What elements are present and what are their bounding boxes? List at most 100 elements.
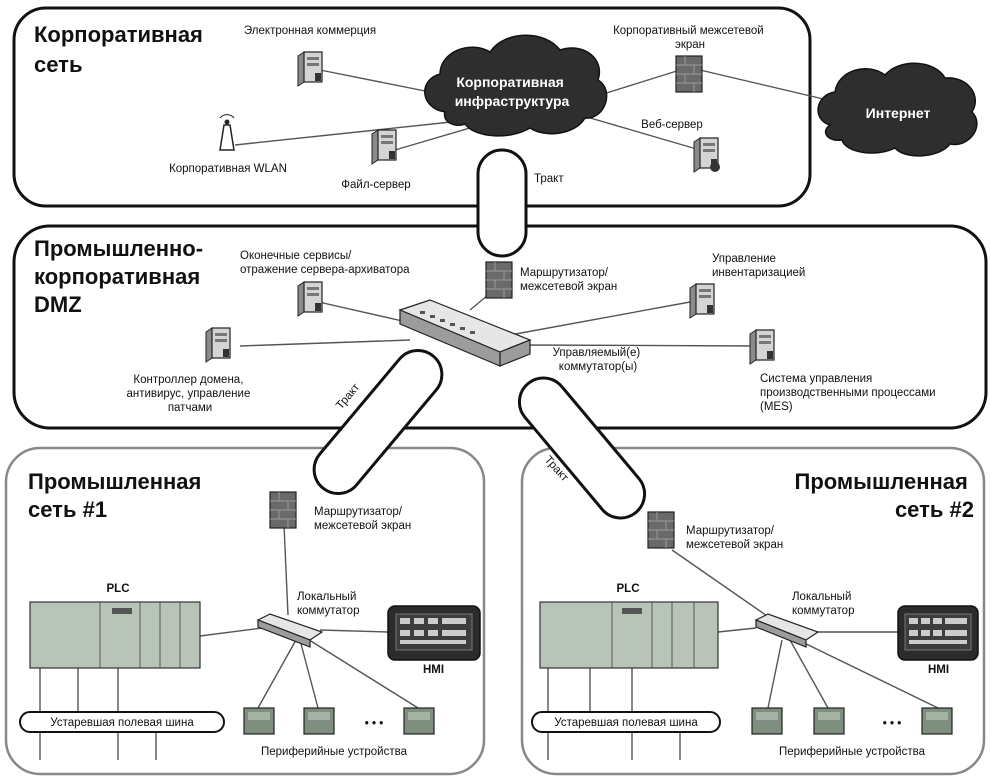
tract-label-top: Тракт bbox=[534, 173, 564, 185]
tract-dmz-ind2 bbox=[517, 376, 647, 520]
ind2-legacy-bus: Устаревшая полевая шина bbox=[531, 711, 721, 733]
ind2-peripheral-2 bbox=[813, 707, 845, 735]
dmz-router-label: Маршрутизатор/ межсетевой экран bbox=[520, 267, 617, 293]
ecommerce-label: Электронная коммерция bbox=[244, 25, 376, 37]
ind1-peripheral-1 bbox=[243, 707, 275, 735]
inventory-server-icon bbox=[689, 283, 715, 319]
corporate-zone: Корпоративная сеть bbox=[12, 6, 812, 208]
web-server-globe-icon bbox=[710, 162, 720, 172]
dmz-router-line1: Маршрутизатор/ bbox=[520, 267, 609, 279]
dmz-title-line1: Промышленно- bbox=[34, 236, 203, 261]
domain-line2: антивирус, управление bbox=[126, 388, 250, 400]
mirrored-line2: отражение сервера-архиватора bbox=[240, 264, 410, 276]
managed-switch-icon bbox=[398, 299, 532, 367]
ind2-peripherals-label: Периферийные устройства bbox=[779, 746, 926, 758]
svg-text:Корпоративная инфраструк: Корпоративная инфраструктура bbox=[455, 74, 570, 109]
ind2-plc-rack bbox=[539, 601, 719, 669]
ind2-peripheral-3 bbox=[921, 707, 953, 735]
ind1-peripheral-3 bbox=[403, 707, 435, 735]
corporate-firewall-line1: Корпоративный межсетевой bbox=[613, 25, 764, 37]
industrial-zone-2: Промышленная сеть #2 bbox=[520, 446, 986, 776]
ind1-legacy-bus-label: Устаревшая полевая шина bbox=[50, 717, 194, 729]
corporate-firewall-line2: экран bbox=[675, 39, 705, 51]
ind2-plc-label: PLC bbox=[617, 583, 640, 595]
ind1-legacy-bus: Устаревшая полевая шина bbox=[19, 711, 225, 733]
ind2-legacy-bus-label: Устаревшая полевая шина bbox=[554, 717, 698, 729]
mes-line3: (MES) bbox=[760, 401, 793, 413]
dmz-router-line2: межсетевой экран bbox=[520, 281, 617, 293]
ind2-title-line1: Промышленная bbox=[795, 469, 968, 494]
ind1-router-label: Маршрутизатор/ межсетевой экран bbox=[314, 506, 411, 532]
ind2-router-firewall-icon bbox=[647, 511, 675, 549]
ind1-local-switch-icon bbox=[256, 613, 324, 648]
domain-controller-label: Контроллер домена, антивирус, управление… bbox=[126, 374, 253, 414]
cloud-label-line2: инфраструктура bbox=[455, 93, 570, 109]
ind1-title-line1: Промышленная bbox=[28, 469, 201, 494]
ind1-plc-rack bbox=[29, 601, 201, 669]
ind2-peripheral-1 bbox=[751, 707, 783, 735]
domain-line1: Контроллер домена, bbox=[133, 374, 243, 386]
internet-label: Интернет bbox=[866, 105, 931, 121]
ind1-router-line1: Маршрутизатор/ bbox=[314, 506, 403, 518]
domain-controller-server-icon bbox=[205, 327, 231, 363]
ind2-switch-line2: коммутатор bbox=[792, 605, 854, 617]
ind1-switch-line1: Локальный bbox=[297, 591, 356, 603]
mirrored-label: Оконечные сервисы/ отражение сервера-арх… bbox=[240, 250, 410, 276]
svg-text:Промышленная сеть #1: Промышленная сеть #1 bbox=[28, 469, 208, 522]
managed-switch-line1: Управляемый(е) bbox=[553, 347, 641, 359]
dmz-router-firewall-icon bbox=[485, 261, 513, 299]
ind1-plc-label: PLC bbox=[107, 583, 130, 595]
ind1-router-firewall-icon bbox=[269, 491, 297, 529]
ind2-router-label: Маршрутизатор/ межсетевой экран bbox=[686, 525, 783, 551]
industrial-zone-1: Промышленная сеть #1 bbox=[4, 446, 486, 776]
wlan-label: Корпоративная WLAN bbox=[169, 163, 287, 175]
inventory-label: Управление инвентаризацией bbox=[712, 253, 805, 279]
web-server-label: Веб-сервер bbox=[641, 119, 703, 131]
mirrored-server-icon bbox=[297, 281, 323, 317]
ind1-peripheral-2 bbox=[303, 707, 335, 735]
inventory-line2: инвентаризацией bbox=[712, 267, 805, 279]
managed-switch-label: Управляемый(е) коммутатор(ы) bbox=[553, 347, 644, 373]
dmz-zone: Промышленно- корпоративная DMZ bbox=[12, 224, 988, 430]
corporate-infrastructure-cloud: Корпоративная инфраструктура bbox=[424, 34, 608, 137]
mes-line2: производственными процессами bbox=[760, 387, 936, 399]
corporate-title-line2: сеть bbox=[34, 52, 82, 77]
ind1-router-line2: межсетевой экран bbox=[314, 520, 411, 532]
svg-text:Промышленная сеть #2: Промышленная сеть #2 bbox=[795, 469, 975, 522]
ind2-title-line2: сеть #2 bbox=[895, 497, 974, 522]
mirrored-line1: Оконечные сервисы/ bbox=[240, 250, 352, 262]
ind2-hmi-label: HMI bbox=[928, 664, 949, 676]
mes-line1: Система управления bbox=[760, 373, 872, 385]
corporate-title-line1: Корпоративная bbox=[34, 22, 203, 47]
inventory-line1: Управление bbox=[712, 253, 776, 265]
ind2-local-switch-icon bbox=[754, 613, 820, 648]
managed-switch-line2: коммутатор(ы) bbox=[559, 361, 638, 373]
ind1-ellipsis: • • • bbox=[365, 718, 383, 730]
tract-dmz-ind1 bbox=[312, 349, 444, 495]
file-server-label: Файл-сервер bbox=[341, 179, 410, 191]
ind1-hmi-label: HMI bbox=[423, 664, 444, 676]
dmz-title-line3: DMZ bbox=[34, 292, 82, 317]
tract-corporate-dmz bbox=[476, 148, 528, 258]
ind1-hmi-panel bbox=[387, 605, 481, 661]
corporate-firewall-label: Корпоративный межсетевой экран bbox=[613, 25, 767, 51]
corporate-firewall-icon bbox=[675, 55, 703, 93]
ind1-peripherals-label: Периферийные устройства bbox=[261, 746, 408, 758]
ecommerce-server-icon bbox=[297, 51, 323, 87]
dmz-zone-title: Промышленно- корпоративная DMZ bbox=[34, 236, 209, 317]
ind2-ellipsis: • • • bbox=[883, 718, 901, 730]
ind2-switch-label: Локальный коммутатор bbox=[792, 591, 855, 617]
ind2-router-line2: межсетевой экран bbox=[686, 539, 783, 551]
ind1-title-line2: сеть #1 bbox=[28, 497, 107, 522]
ind2-hmi-panel bbox=[897, 605, 979, 661]
ind2-router-line1: Маршрутизатор/ bbox=[686, 525, 775, 537]
mes-server-icon bbox=[749, 329, 775, 365]
dmz-title-line2: корпоративная bbox=[34, 264, 200, 289]
file-server-icon bbox=[371, 129, 397, 165]
domain-line3: патчами bbox=[168, 402, 212, 414]
ind1-switch-line2: коммутатор bbox=[297, 605, 359, 617]
wlan-antenna-icon bbox=[219, 114, 235, 151]
cloud-label-line1: Корпоративная bbox=[456, 74, 563, 90]
ind2-switch-line1: Локальный bbox=[792, 591, 851, 603]
ind1-switch-label: Локальный коммутатор bbox=[297, 591, 360, 617]
